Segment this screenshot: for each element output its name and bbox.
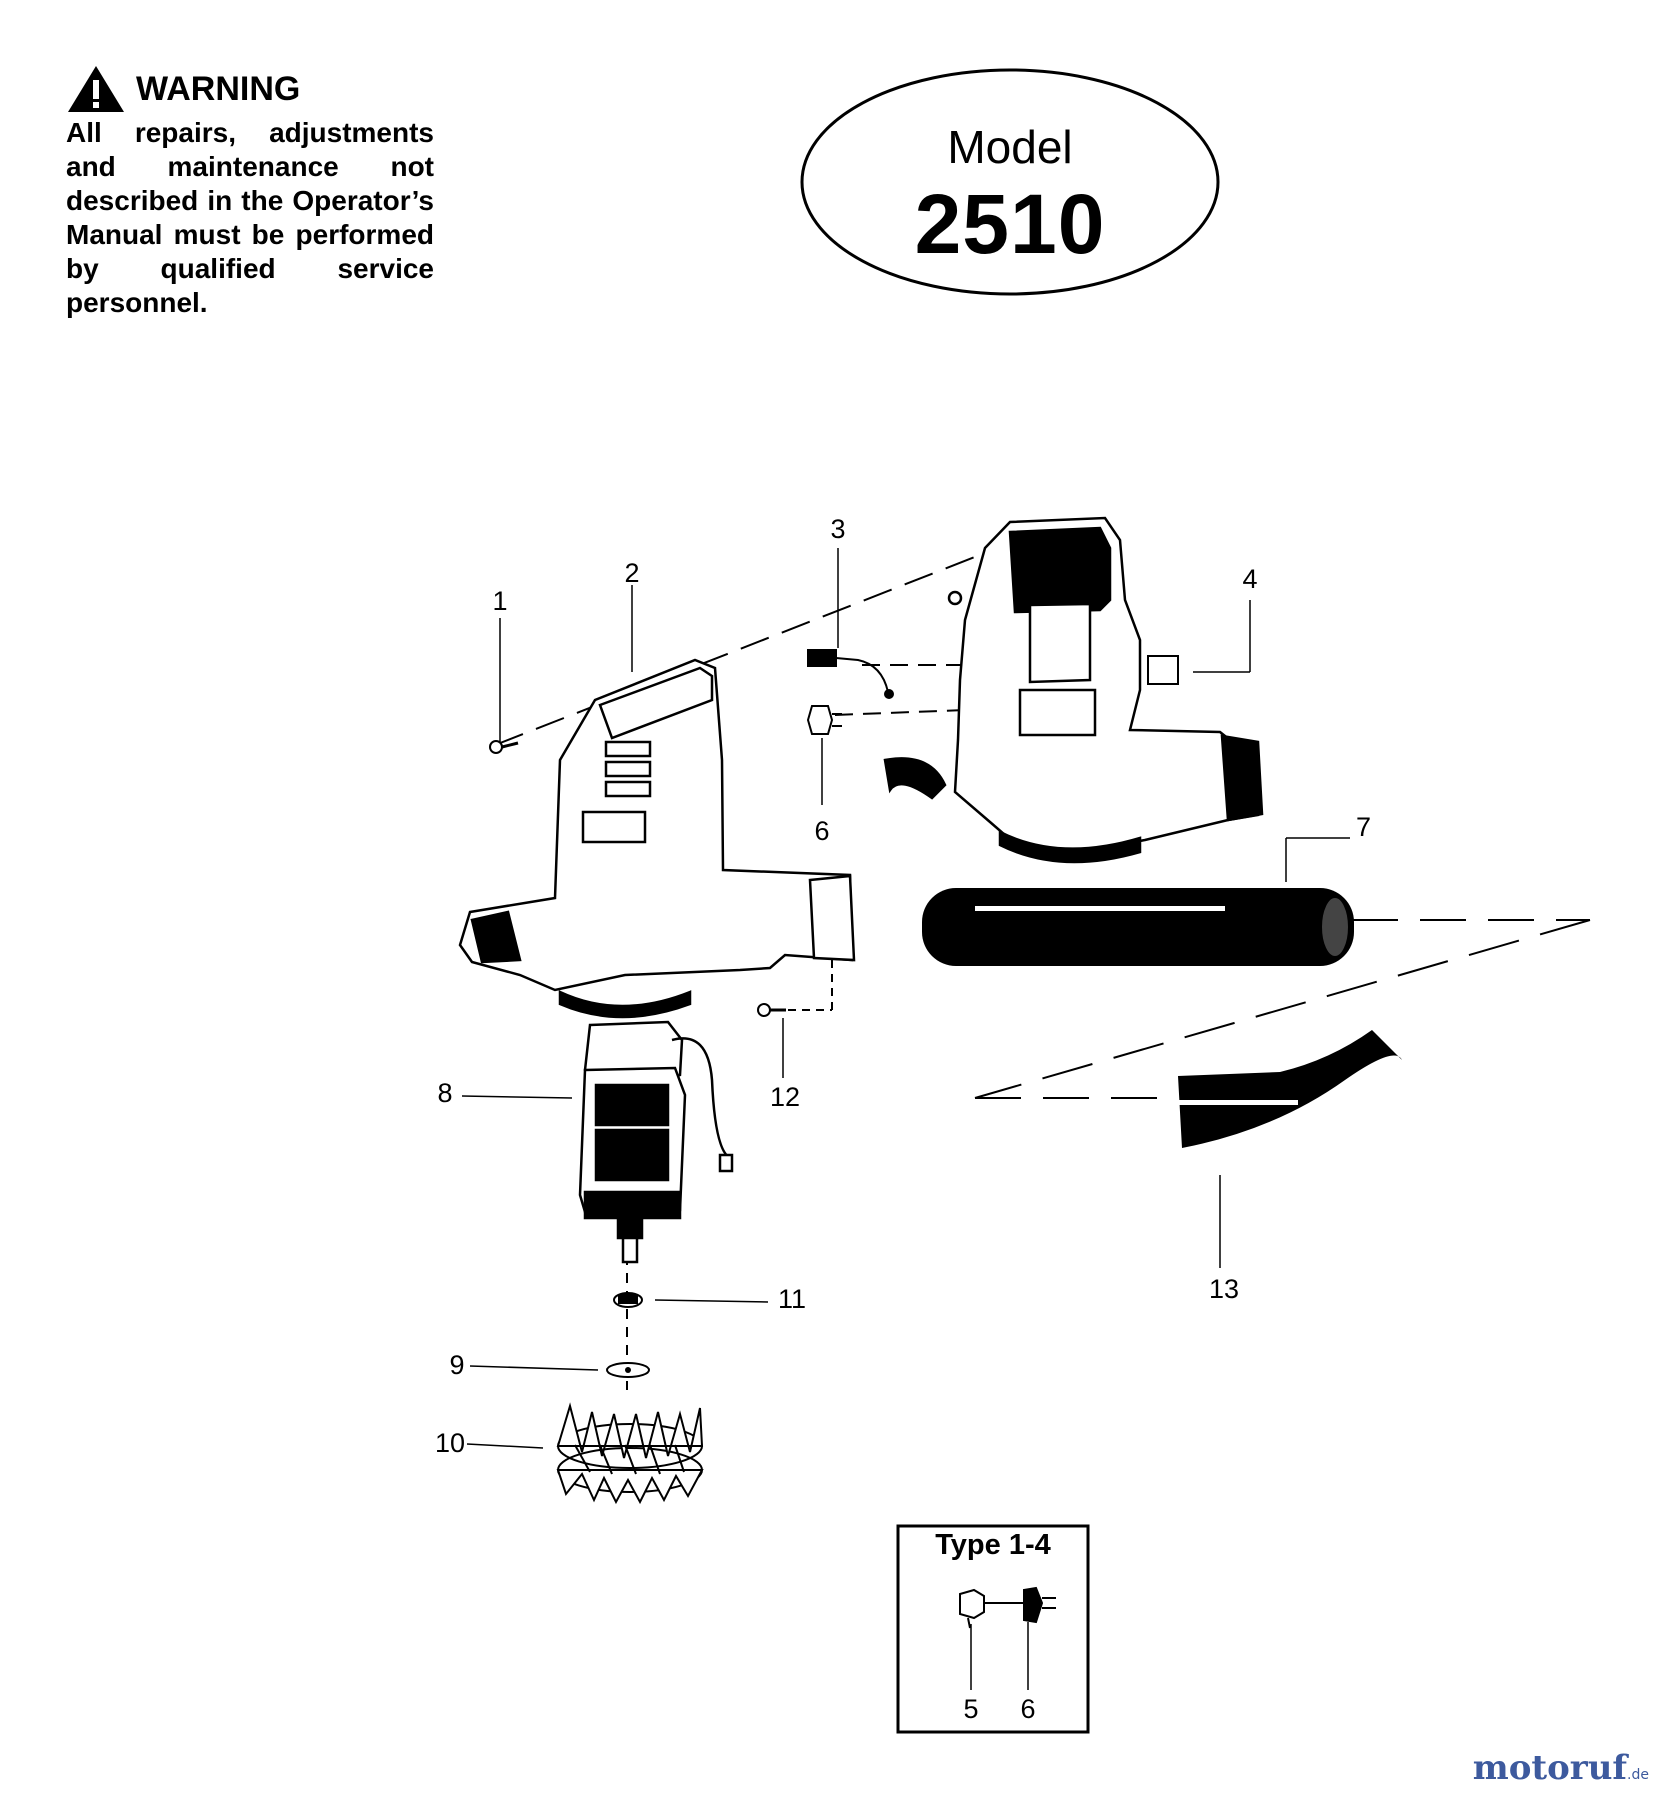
nut-part-11 [613, 1292, 643, 1308]
switch-part [807, 649, 894, 699]
model-label: Model [947, 121, 1073, 173]
inset-title: Type 1-4 [935, 1529, 1051, 1561]
label-square-part [1147, 655, 1179, 685]
warning-text: All repairs, adjustments and maintenance… [66, 117, 434, 318]
inset-callout-5: 5 [963, 1694, 978, 1724]
callout-1: 1 [492, 586, 507, 616]
inset-clip-part [1023, 1586, 1056, 1624]
screw-part-1 [489, 740, 519, 754]
watermark-name: motoruf [1472, 1748, 1628, 1788]
model-badge: Model 2510 [800, 68, 1220, 296]
warning-header: WARNING [66, 64, 434, 114]
inset-callout-6: 6 [1020, 1694, 1035, 1724]
connector-lines [494, 552, 1591, 1390]
motor-part [578, 1020, 734, 1264]
callout-labels: 1 2 3 4 6 7 8 12 11 9 10 13 [435, 514, 1371, 1458]
callout-2: 2 [624, 558, 639, 588]
washer-part-9 [606, 1362, 650, 1378]
inset-box: Type 1-4 5 6 [896, 1524, 1090, 1734]
screw-part-12 [757, 1003, 786, 1017]
warning-notice: WARNING All repairs, adjustments and mai… [66, 64, 434, 320]
callout-10: 10 [435, 1428, 465, 1458]
callout-8: 8 [437, 1078, 452, 1108]
warning-heading: WARNING [136, 70, 301, 108]
blower-tube-part [922, 888, 1354, 966]
callout-12: 12 [770, 1082, 800, 1112]
callout-9: 9 [449, 1350, 464, 1380]
site-watermark: motoruf.de [1473, 1748, 1649, 1788]
switch-clip-part [806, 705, 842, 735]
callout-7: 7 [1356, 812, 1371, 842]
housing-half-right [883, 516, 1264, 864]
housing-half-left [458, 658, 856, 1019]
callout-3: 3 [830, 514, 845, 544]
leader-lines [461, 548, 1350, 1449]
callout-6: 6 [814, 816, 829, 846]
callout-13: 13 [1209, 1274, 1239, 1304]
inset-switch-part [959, 1588, 1024, 1629]
nozzle-part [1178, 1030, 1402, 1148]
impeller-fan-part [556, 1402, 704, 1505]
callout-11: 11 [778, 1284, 806, 1314]
model-number: 2510 [914, 177, 1106, 271]
watermark-tld: .de [1627, 1767, 1649, 1783]
callout-4: 4 [1242, 564, 1257, 594]
warning-triangle-icon [68, 66, 124, 112]
model-ellipse [800, 68, 1220, 296]
